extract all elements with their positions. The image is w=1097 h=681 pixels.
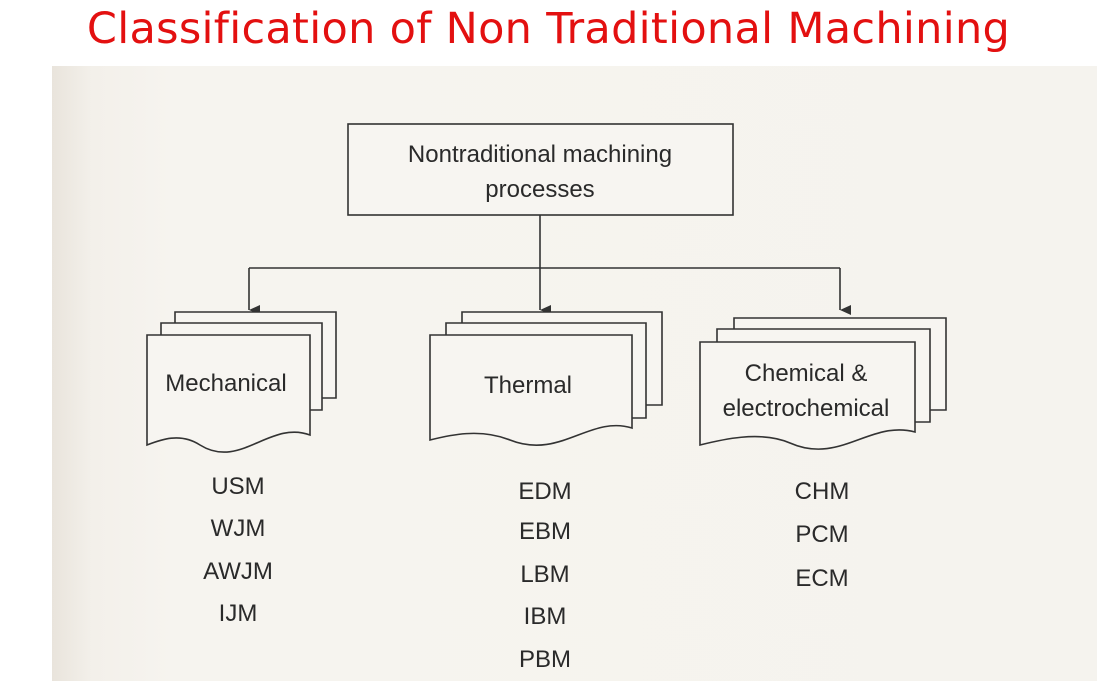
category-thermal-label: Thermal [484,372,572,399]
thermal-process: LBM [520,561,569,588]
chemical-process: ECM [795,565,848,592]
doc-stack-chemical [699,317,947,450]
thermal-process: EBM [519,518,571,545]
mechanical-process: AWJM [203,558,273,585]
category-chemical-label-line1: Chemical & [745,360,868,387]
chemical-process: CHM [795,478,850,505]
category-mechanical-label: Mechanical [165,370,286,397]
thermal-process: PBM [519,646,571,673]
thermal-process: IBM [524,603,567,630]
root-label-line1: Nontraditional machining [408,141,672,168]
doc-stack-thermal [429,311,663,446]
thermal-process: EDM [518,478,571,505]
category-chemical-label-line2: electrochemical [723,395,890,422]
mechanical-process: USM [211,473,264,500]
slide-title: Classification of Non Traditional Machin… [86,4,1011,54]
mechanical-process: IJM [219,600,258,627]
mechanical-process: WJM [211,515,266,542]
chemical-process: PCM [795,521,848,548]
root-label-line2: processes [485,176,594,203]
doc-stack-mechanical [146,311,337,453]
